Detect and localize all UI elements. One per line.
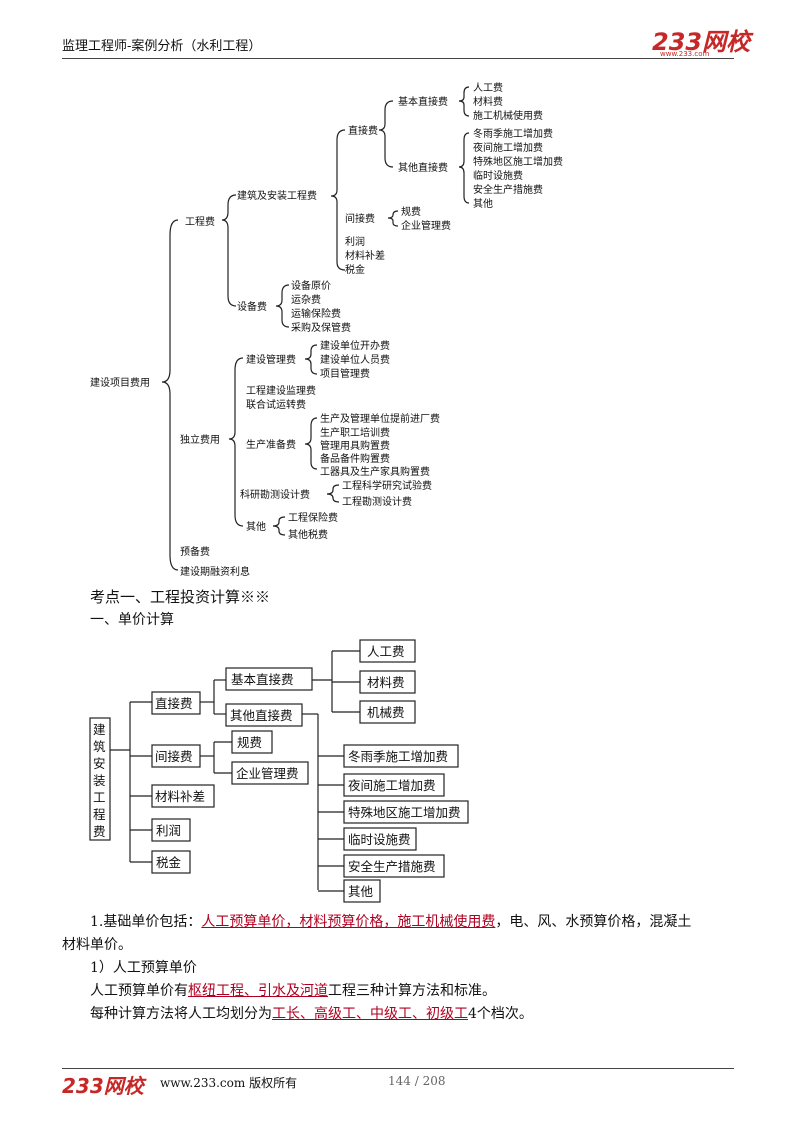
paragraph-basic-price: 1.基础单价包括：人工预算单价，材料预算价格，施工机械使用费，电、风、水预算价格…	[90, 911, 691, 934]
tree1-keyan-item: 工程勘测设计费	[342, 495, 412, 508]
tree1-jiben-item: 人工费	[473, 81, 503, 94]
tree1-jianjie-item: 规费	[401, 205, 421, 218]
tree1-jianjie: 间接费	[345, 212, 375, 225]
tree1-duli: 独立费用	[180, 433, 220, 446]
tree1-qita-item: 特殊地区施工增加费	[473, 155, 563, 168]
tree2-qita-item: 特殊地区施工增加费	[348, 805, 461, 820]
para3-prefix: 人工预算单价有	[90, 983, 188, 999]
tree1-rongzi: 建设期融资利息	[180, 565, 250, 578]
tree1-shengchan-item: 管理用具购置费	[320, 439, 390, 452]
para4: 每种计算方法将人工均划分为工长、高级工、中级工、初级工4个档次。	[90, 1003, 533, 1026]
tree1-jianshe-guanli: 建设管理费	[246, 353, 296, 366]
tree1-shebei-item: 采购及保管费	[291, 321, 351, 334]
tree2-jiben: 基本直接费	[231, 672, 294, 687]
tree1-shengchan-item: 工器具及生产家具购置费	[320, 465, 430, 478]
tree2-qita-item: 冬雨季施工增加费	[348, 749, 448, 764]
para2: 1）人工预算单价	[90, 960, 197, 976]
tree2-qita-zhijie: 其他直接费	[230, 708, 293, 723]
para1-highlight: 人工预算单价，材料预算价格，施工机械使用费	[201, 914, 496, 930]
tree1-qita: 其他	[246, 520, 266, 533]
cost-tree-diagram: 建设项目费用 工程费 建筑及安装工程费 直接费 基本直接费 人工费 材料费 施工…	[90, 81, 563, 578]
tree2-qita-item: 临时设施费	[348, 832, 411, 847]
unit-price-diagram: 建 筑 安 装 工 程 费 直接费 基本直接费 其他直接费 人工费 材料费 机械…	[89, 639, 469, 903]
tree1-shengchan-item: 生产及管理单位提前进厂费	[320, 412, 440, 425]
tree2-zhijie: 直接费	[155, 696, 193, 711]
footer-logo: 233网校	[62, 1074, 144, 1098]
tree1-gongcheng: 工程费	[185, 215, 215, 228]
tree2-qita-item: 安全生产措施费	[348, 859, 436, 874]
tree1-shengchan-item: 生产职工培训费	[320, 426, 390, 439]
tree2-cailiao-bucha: 材料补差	[155, 789, 205, 804]
para1-suffix: ，电、风、水预算价格，混凝土	[495, 914, 692, 930]
tree1-yubei: 预备费	[180, 545, 210, 558]
para3-suffix: 工程三种计算方法和标准。	[328, 983, 496, 999]
tree1-lirun: 利润	[345, 235, 365, 248]
tree2-root-char: 程	[93, 807, 106, 822]
tree1-keyan-item: 工程科学研究试验费	[342, 479, 432, 492]
tree2-jianjie: 间接费	[155, 749, 193, 764]
tree2-lirun: 利润	[156, 823, 181, 838]
para4-prefix: 每种计算方法将人工均划分为	[90, 1006, 272, 1022]
tree1-shebei-item: 运输保险费	[291, 307, 341, 320]
tree1-jiben-item: 材料费	[473, 95, 503, 108]
tree1-shengchan-item: 备品备件购置费	[320, 452, 390, 465]
tree1-jiben: 基本直接费	[398, 95, 448, 108]
footer-rule	[62, 1068, 734, 1069]
para3: 人工预算单价有枢纽工程、引水及河道工程三种计算方法和标准。	[90, 980, 496, 1003]
tree1-qita-item: 临时设施费	[473, 169, 523, 182]
tree1-zhijie: 直接费	[348, 124, 378, 137]
footer-site: www.233.com 版权所有	[160, 1076, 298, 1090]
tree2-root-char: 装	[93, 773, 106, 788]
tree2-root-char: 安	[93, 756, 106, 771]
brand-logo-url: www.233.com	[660, 50, 710, 58]
tree2-jianjie-item: 规费	[237, 735, 262, 750]
tree1-qita-item: 其他	[473, 197, 493, 210]
tree2-jiben-item: 人工费	[367, 644, 405, 659]
page-number: 144 / 208	[388, 1074, 446, 1088]
tree2-jiben-item: 机械费	[367, 705, 405, 720]
tree1-lianhe: 联合试运转费	[246, 398, 306, 411]
tree1-qita-item: 冬雨季施工增加费	[473, 127, 553, 140]
tree1-keyan: 科研勘测设计费	[240, 488, 310, 501]
tree2-jiben-item: 材料费	[367, 675, 405, 690]
tree2-qita-item: 夜间施工增加费	[348, 778, 436, 793]
tree1-jianshe-item: 项目管理费	[320, 367, 370, 380]
para4-highlight: 工长、高级工、中级工、初级工	[272, 1006, 468, 1022]
tree1-root: 建设项目费用	[90, 376, 150, 389]
para4-suffix: 4个档次。	[468, 1006, 533, 1022]
tree1-jianjie-item: 企业管理费	[401, 219, 451, 232]
tree1-qita-item: 夜间施工增加费	[473, 141, 543, 154]
para3-highlight: 枢纽工程、引水及河道	[188, 983, 328, 999]
tree1-shebei-item: 设备原价	[291, 279, 331, 292]
tree1-cailiao-bucha: 材料补差	[345, 249, 385, 262]
tree1-jiben-item: 施工机械使用费	[473, 109, 543, 122]
section-heading: 考点一、工程投资计算※※	[90, 588, 271, 606]
para1-line2: 材料单价。	[62, 937, 132, 953]
para1-prefix: 1.基础单价包括：	[90, 914, 202, 930]
tree1-jianshe-item: 建设单位人员费	[320, 353, 390, 366]
tree1-qita2-item: 其他税费	[288, 528, 328, 541]
section-subheading: 一、单价计算	[90, 612, 174, 628]
tree1-shebei: 设备费	[237, 300, 267, 313]
tree1-jianzhu: 建筑及安装工程费	[237, 189, 317, 202]
tree2-root-char: 建	[93, 722, 106, 737]
tree1-shuijin: 税金	[345, 263, 365, 276]
brand-logo: 233网校	[652, 28, 751, 56]
tree1-qita2-item: 工程保险费	[288, 511, 338, 524]
tree1-qita-zhijie: 其他直接费	[398, 161, 448, 174]
tree2-shuijin: 税金	[156, 855, 182, 870]
tree2-jianjie-item: 企业管理费	[236, 766, 299, 781]
tree1-qita-item: 安全生产措施费	[473, 183, 543, 196]
header-title: 监理工程师-案例分析（水利工程）	[62, 39, 262, 54]
tree1-shengchan: 生产准备费	[246, 438, 296, 451]
tree2-root-char: 工	[93, 790, 106, 805]
tree1-jianli: 工程建设监理费	[246, 384, 316, 397]
tree2-root-char: 筑	[93, 739, 106, 754]
tree2-root-char: 费	[93, 824, 106, 839]
tree2-qita-item: 其他	[348, 884, 374, 899]
tree1-shebei-item: 运杂费	[291, 293, 321, 306]
header-rule	[62, 58, 734, 59]
tree1-jianshe-item: 建设单位开办费	[320, 339, 390, 352]
